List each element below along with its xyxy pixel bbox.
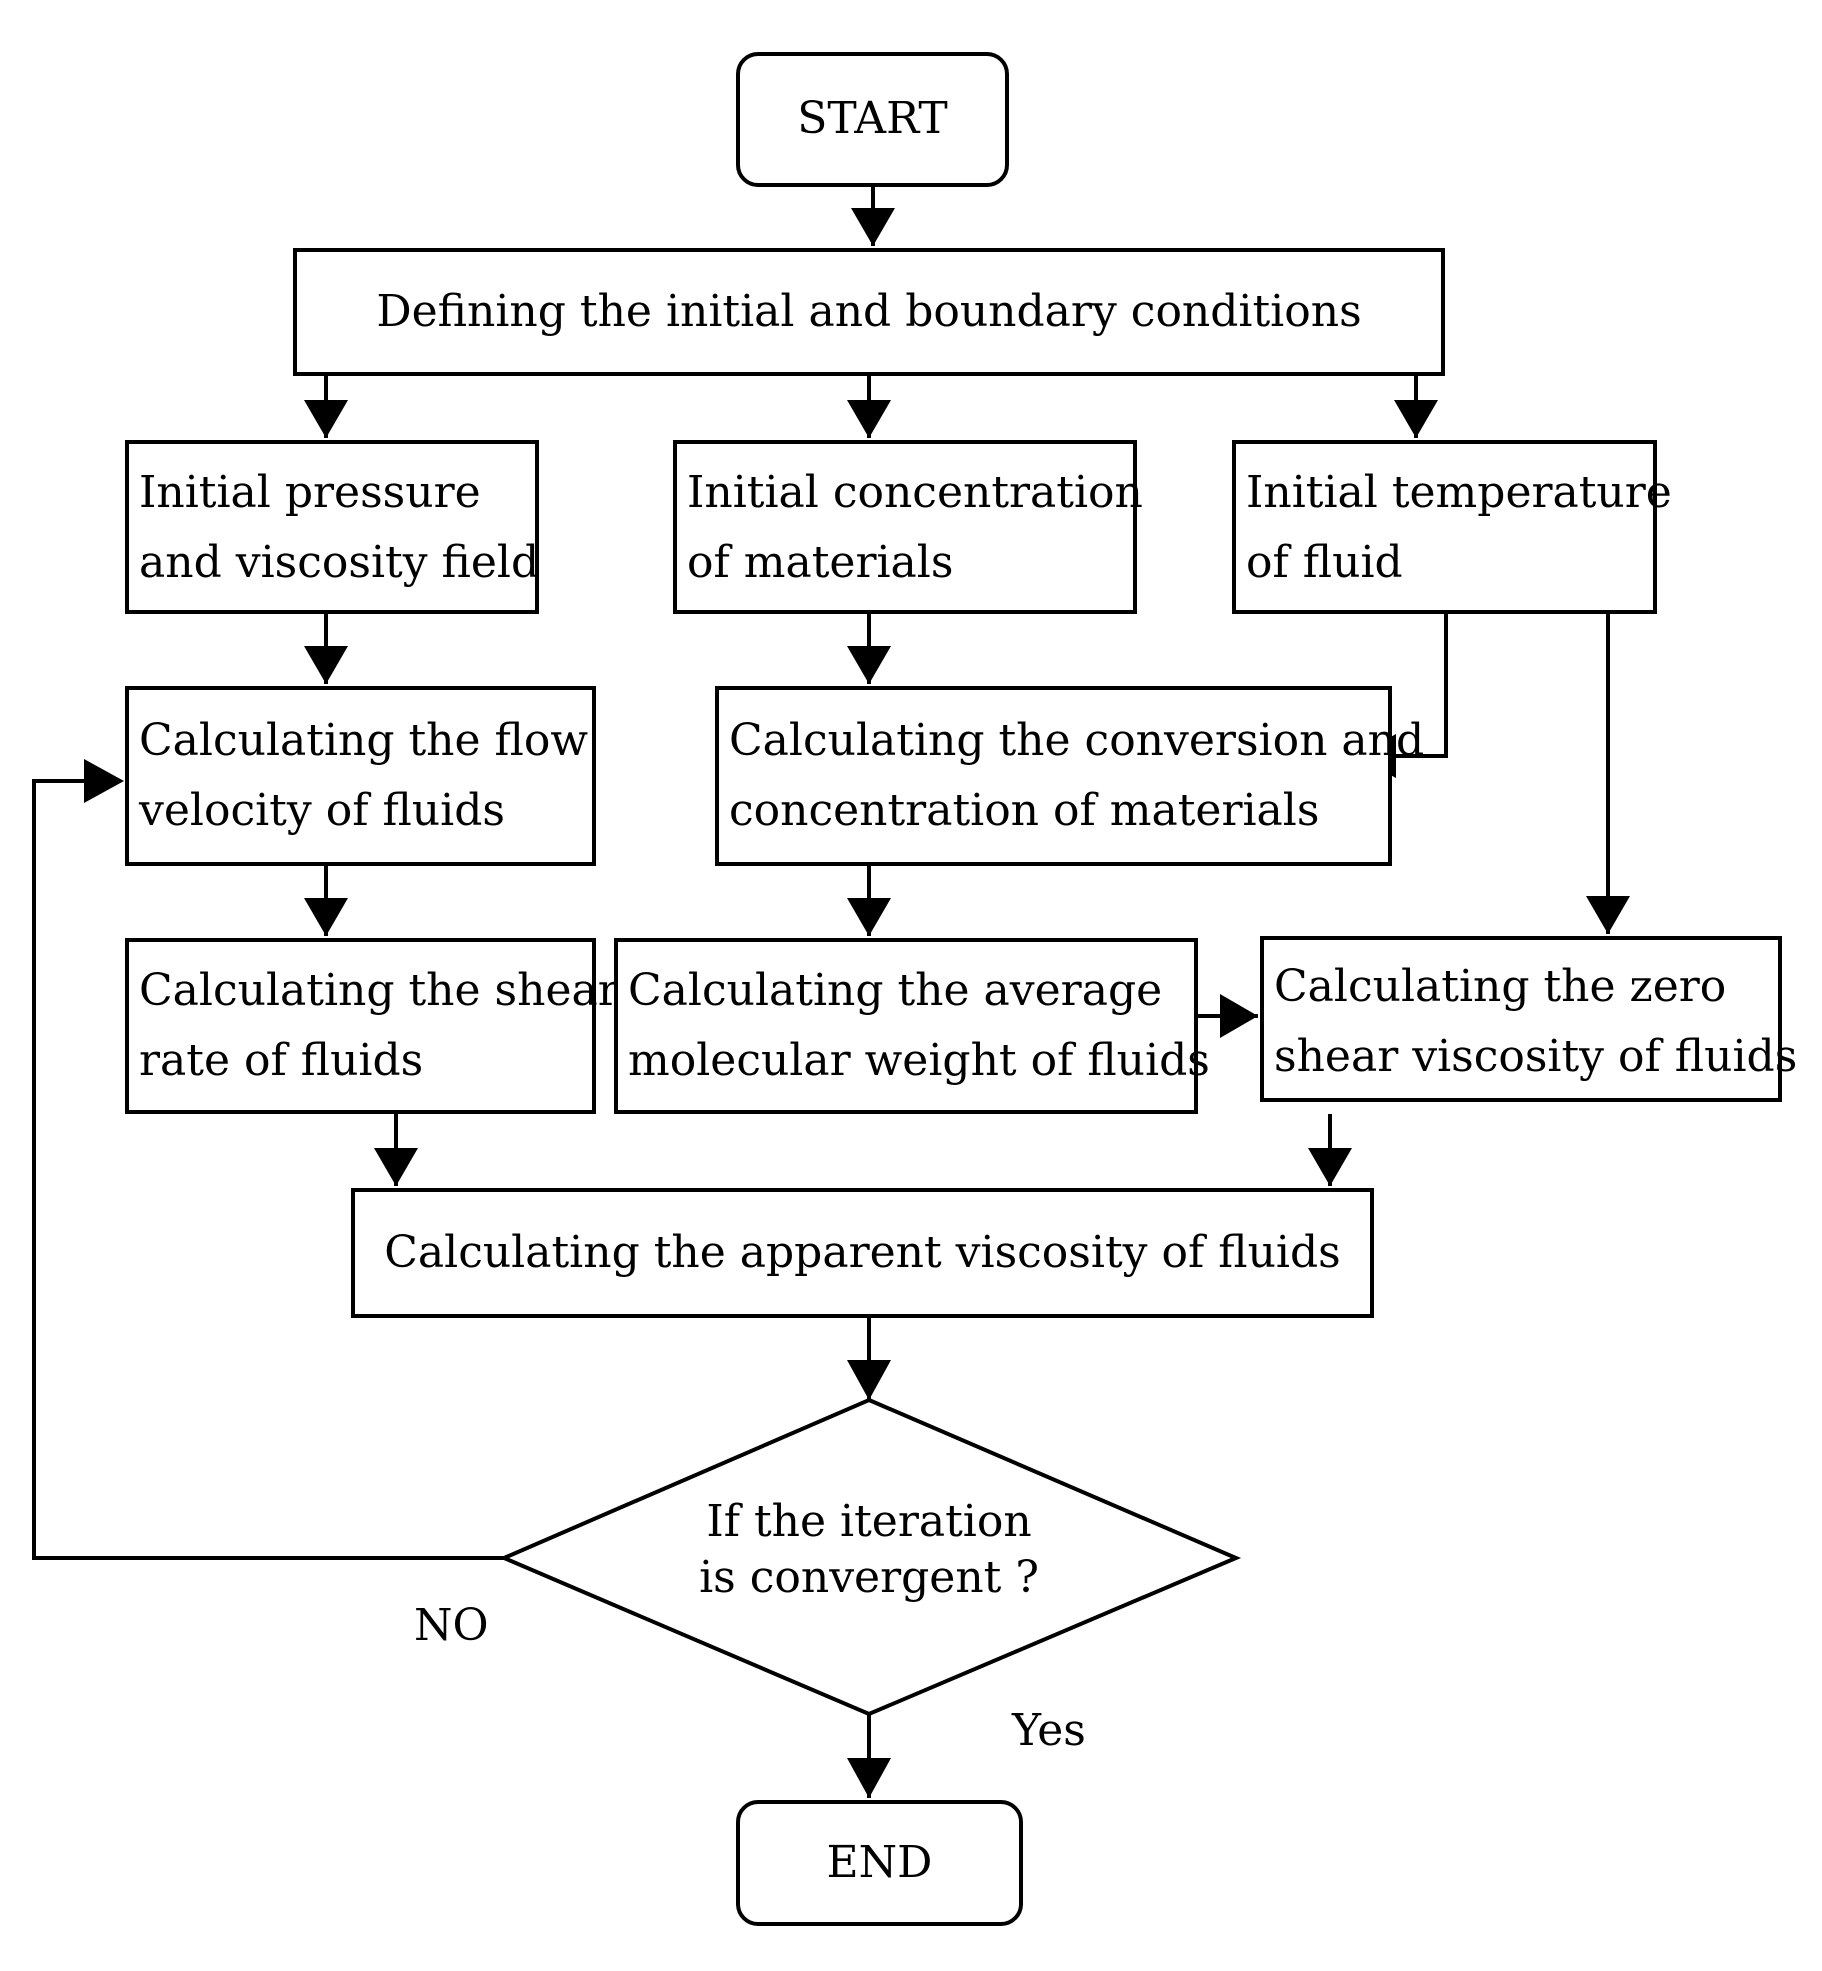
arrowhead	[847, 400, 891, 438]
arrow-temperature-to-conversion	[1396, 614, 1448, 758]
arrowhead	[1308, 1148, 1352, 1186]
initial-concentration-label: Initial concentration of materials	[687, 467, 1143, 588]
arrowhead	[304, 400, 348, 438]
initial-pressure-box: Initial pressure and viscosity field	[125, 440, 539, 614]
zero-shear-box: Calculating the zero shear viscosity of …	[1260, 936, 1797, 1102]
arrowhead	[1586, 896, 1630, 934]
define-conditions-box: Defining the initial and boundary condit…	[293, 248, 1445, 376]
shear-rate-label: Calculating the shear rate of fluids	[139, 965, 619, 1086]
conversion-label: Calculating the conversion and concentra…	[729, 715, 1425, 836]
arrowhead	[304, 646, 348, 684]
arrowhead	[847, 646, 891, 684]
arrowhead	[847, 1360, 891, 1400]
apparent-viscosity-label: Calculating the apparent viscosity of fl…	[384, 1227, 1341, 1278]
decision-label: If the iteration is convergent ?	[699, 1496, 1039, 1603]
yes-label: Yes	[1012, 1705, 1086, 1756]
arrowhead	[1394, 400, 1438, 438]
no-label: NO	[414, 1600, 489, 1651]
flow-velocity-label: Calculating the flow velocity of fluids	[139, 715, 589, 836]
molecular-weight-box: Calculating the average molecular weight…	[614, 938, 1210, 1114]
arrow-no-loop-to-flow	[32, 779, 504, 1560]
conversion-box: Calculating the conversion and concentra…	[715, 686, 1424, 866]
decision-diamond	[498, 1397, 1242, 1717]
end-label: END	[826, 1837, 933, 1888]
flow-velocity-box: Calculating the flow velocity of fluids	[125, 686, 596, 866]
shear-rate-box: Calculating the shear rate of fluids	[125, 938, 619, 1114]
zero-shear-label: Calculating the zero shear viscosity of …	[1274, 961, 1798, 1082]
molecular-weight-label: Calculating the average molecular weight…	[628, 965, 1210, 1086]
initial-concentration-box: Initial concentration of materials	[673, 440, 1143, 614]
end-terminal: END	[736, 1800, 1023, 1926]
arrowhead	[1220, 994, 1258, 1038]
arrowhead	[851, 208, 895, 246]
arrowhead	[847, 898, 891, 936]
initial-pressure-label: Initial pressure and viscosity field	[139, 467, 540, 588]
initial-temperature-label: Initial temperature of fluid	[1246, 467, 1672, 588]
define-conditions-label: Defining the initial and boundary condit…	[376, 286, 1362, 337]
arrowhead	[84, 759, 124, 803]
arrowhead	[847, 1758, 891, 1798]
start-label: START	[797, 93, 948, 144]
arrowhead	[374, 1148, 418, 1186]
start-terminal: START	[736, 52, 1009, 187]
initial-temperature-box: Initial temperature of fluid	[1232, 440, 1672, 614]
apparent-viscosity-box: Calculating the apparent viscosity of fl…	[351, 1188, 1374, 1318]
arrowhead	[304, 898, 348, 936]
